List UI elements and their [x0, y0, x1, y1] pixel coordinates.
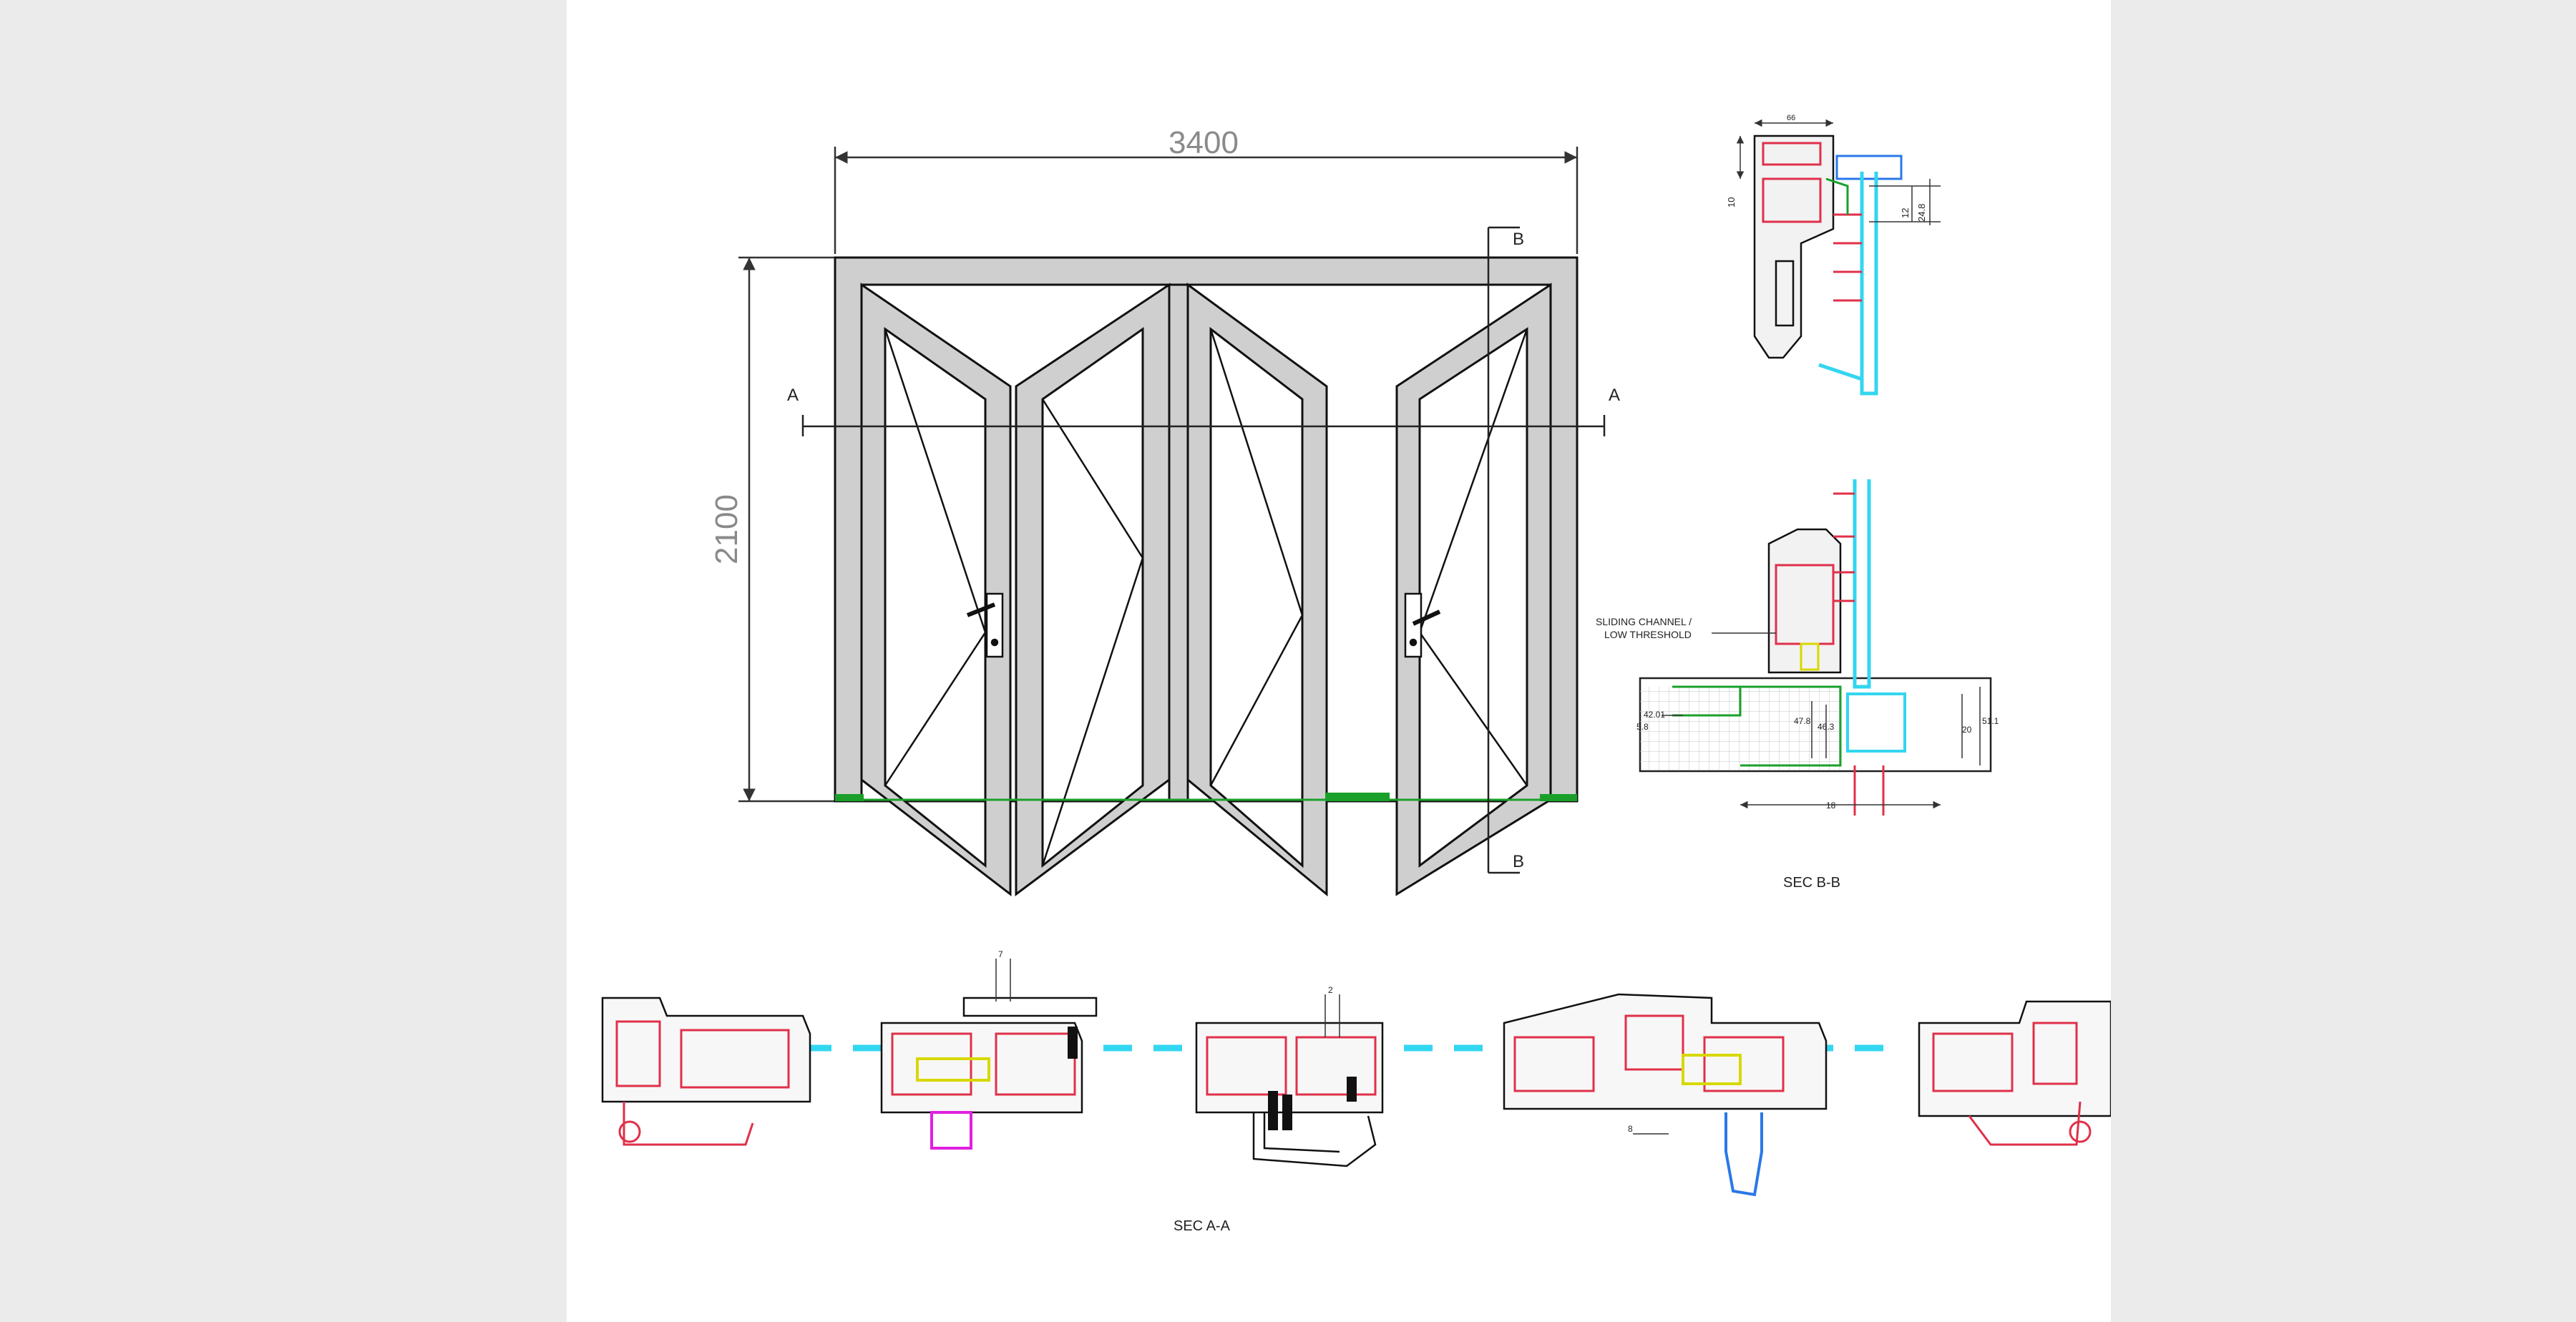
threshold-note-line1: SLIDING CHANNEL /	[1596, 616, 1692, 627]
door-panel-3	[1186, 283, 1328, 897]
dim-gap-a: 7	[998, 949, 1003, 959]
door-panel-1	[860, 283, 1012, 897]
threshold-note-line2: LOW THRESHOLD	[1604, 629, 1692, 640]
dim-total-height: 24.8	[1916, 204, 1927, 222]
dim-right-b: 20	[1962, 725, 1972, 735]
dim-gap-c: 8	[1628, 1124, 1633, 1134]
dim-frame-height: 10	[1726, 197, 1737, 207]
section-a-marker-right: A	[1609, 386, 1620, 405]
handle-icon	[1404, 592, 1441, 658]
profile-block-1	[601, 997, 811, 1146]
door-panel-4	[1395, 283, 1552, 896]
dim-left-a: 42.01	[1644, 710, 1665, 720]
section-a-marker-left: A	[787, 386, 799, 405]
width-dimension-label: 3400	[1169, 125, 1239, 160]
section-bb-sill-detail	[1639, 479, 1992, 816]
sec-bb-title: SEC B-B	[1783, 875, 1840, 891]
dim-mid-a: 47.8	[1794, 716, 1811, 726]
dim-mid-b: 46.3	[1818, 722, 1835, 732]
section-aa-detail	[601, 959, 2111, 1197]
section-b-marker-bottom: B	[1513, 852, 1524, 871]
profile-block-5	[1918, 1000, 2111, 1146]
dim-gap-b: 2	[1328, 985, 1333, 995]
handle-icon	[966, 592, 1004, 658]
height-dimension-line	[738, 256, 839, 803]
section-b-marker-top: B	[1513, 230, 1524, 249]
drawing-sheet: 3400 2100	[567, 0, 2111, 1322]
profile-block-3	[1195, 994, 1384, 1167]
sec-aa-title: SEC A-A	[1174, 1218, 1231, 1234]
section-line-b	[1487, 226, 1520, 874]
height-dimension-label: 2100	[709, 494, 744, 564]
elevation-view: 3400 2100	[709, 125, 1620, 897]
dim-overlap: 12	[1900, 208, 1911, 218]
profile-block-4	[1503, 993, 1828, 1197]
center-mullion	[1168, 283, 1189, 801]
door-panel-2	[1015, 283, 1171, 896]
profile-block-2	[880, 959, 1098, 1150]
dim-bottom-width: 18	[1826, 800, 1836, 811]
width-dimension-line	[834, 147, 1579, 254]
drawing-canvas: 3400 2100	[601, 114, 2111, 1234]
dim-left-b: 5.8	[1636, 722, 1649, 732]
dim-right-a: 51.1	[1982, 716, 1999, 726]
dim-top-width: 66	[1787, 114, 1795, 122]
section-line-a	[801, 415, 1606, 436]
section-bb-head-detail	[1736, 119, 1941, 396]
